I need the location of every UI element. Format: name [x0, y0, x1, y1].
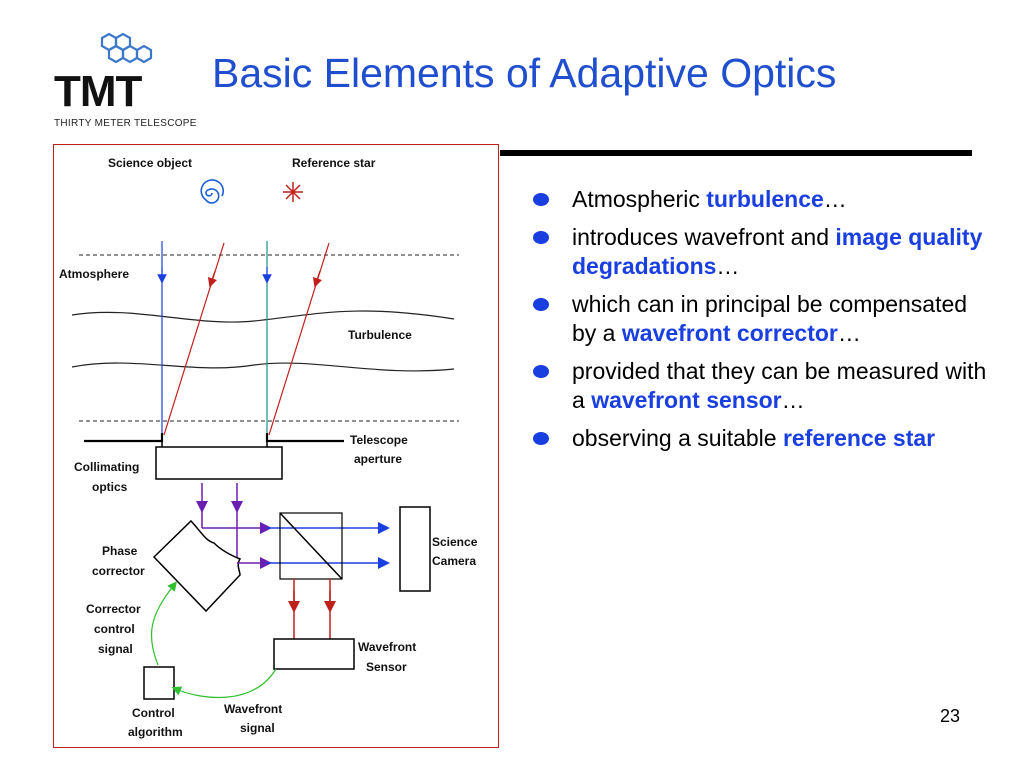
bullet-dot-icon	[533, 365, 549, 378]
hexagon-cluster-icon	[100, 32, 153, 64]
bullet-dot-icon	[533, 432, 549, 445]
wavefront-signal-label-2: signal	[240, 721, 275, 735]
bullet-highlight: image quality degradations	[572, 224, 983, 279]
telescope-label: Telescope	[350, 433, 408, 447]
title-rule	[500, 150, 972, 156]
optics-label: optics	[92, 480, 128, 494]
turbulence-label: Turbulence	[348, 328, 412, 342]
wavefront-sensor-label-2: Sensor	[366, 660, 407, 674]
bullet-item: provided that they can be measured with …	[530, 357, 990, 415]
adaptive-optics-diagram: Science object Reference star Atmosphere…	[53, 144, 499, 748]
bullet-highlight: wavefront corrector	[621, 320, 838, 346]
telescope-aperture	[84, 433, 344, 443]
galaxy-icon	[200, 179, 225, 204]
collimating-optics-box	[155, 446, 283, 480]
bullet-text: which can in principal be compensated by…	[572, 291, 968, 346]
reference-ray-left-arrow	[207, 270, 218, 288]
bullet-item: introduces wavefront and image quality d…	[530, 223, 990, 281]
bullet-item: Atmospheric turbulence…	[530, 185, 990, 214]
corrector-label: corrector	[92, 564, 145, 578]
bullet-tail: …	[781, 387, 805, 413]
wavefront-signal-label-1: Wavefront	[224, 702, 282, 716]
science-camera-label-2: Camera	[432, 554, 476, 568]
wavefront-sensor-label-1: Wavefront	[358, 640, 416, 654]
bullet-highlight: reference star	[782, 425, 936, 451]
diagram-svg: Science object Reference star Atmosphere…	[59, 156, 478, 739]
beamsplitter-diagonal	[279, 512, 343, 580]
science-camera-label-1: Science	[432, 535, 478, 549]
beamsplitter-box	[279, 512, 343, 580]
phase-corrector-mirror	[152, 519, 242, 613]
bullet-highlight: wavefront sensor	[591, 387, 782, 413]
tmt-logo: TMT THIRTY METER TELESCOPE	[50, 32, 210, 132]
star-icon	[283, 182, 303, 202]
bullet-highlight: turbulence	[706, 186, 824, 212]
atmosphere-label: Atmosphere	[59, 267, 129, 281]
wavefront-sensor-box	[273, 638, 355, 670]
control-label: Control	[132, 706, 175, 720]
bullet-list: Atmospheric turbulence… introduces wavef…	[530, 185, 990, 462]
bullet-text: Atmospheric	[572, 186, 707, 212]
corrector-control-label-1: Corrector	[86, 602, 141, 616]
logo-subtitle: THIRTY METER TELESCOPE	[54, 118, 197, 129]
corrector-control-label-3: signal	[98, 642, 133, 656]
logo-letters: TMT	[54, 67, 142, 116]
reference-ray-right-arrow	[312, 270, 323, 288]
turbulence-wave-2	[71, 362, 455, 372]
bullet-text: introduces wavefront and	[572, 224, 836, 250]
bullet-dot-icon	[533, 193, 549, 206]
corrector-control-signal-path	[150, 581, 177, 666]
bullet-dot-icon	[533, 231, 549, 244]
bullet-tail: …	[823, 186, 847, 212]
reference-star-label: Reference star	[292, 156, 376, 170]
bullet-text: observing a suitable	[572, 425, 783, 451]
collimating-label: Collimating	[74, 460, 139, 474]
bullet-tail: …	[716, 253, 740, 279]
bullet-item: which can in principal be compensated by…	[530, 290, 990, 348]
bullet-text: provided that they can be measured with …	[572, 358, 987, 413]
algorithm-label: algorithm	[128, 725, 183, 739]
bullet-dot-icon	[533, 298, 549, 311]
bullet-tail: …	[837, 320, 861, 346]
science-object-label: Science object	[108, 156, 192, 170]
control-algorithm-box	[143, 666, 175, 700]
turbulence-wave-1	[71, 310, 455, 323]
phase-label: Phase	[102, 544, 138, 558]
page-number: 23	[940, 706, 961, 726]
page-title: Basic Elements of Adaptive Optics	[212, 50, 837, 96]
bullet-item: observing a suitable reference star	[530, 424, 990, 453]
science-camera-box	[399, 506, 431, 592]
aperture-label: aperture	[354, 452, 402, 466]
corrector-control-label-2: control	[94, 622, 135, 636]
wavefront-signal-path	[171, 668, 277, 699]
